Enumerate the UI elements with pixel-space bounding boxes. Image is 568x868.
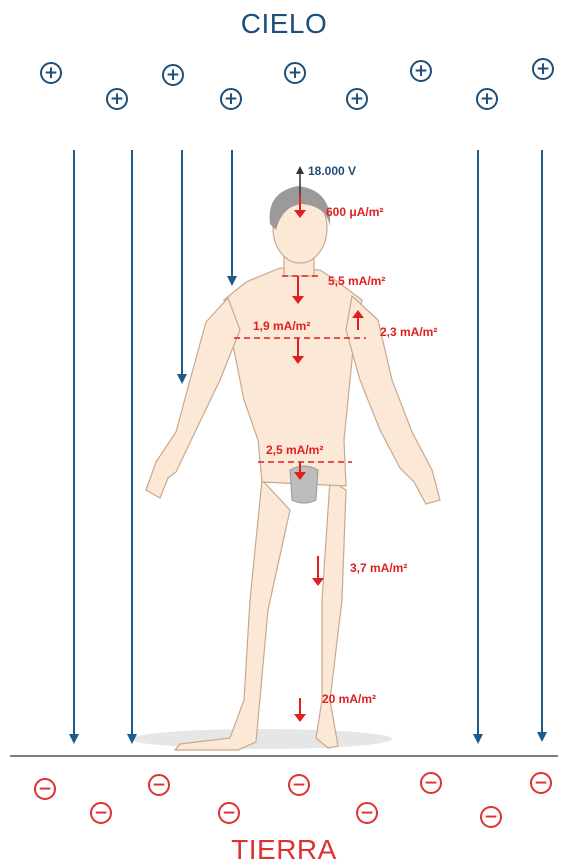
thigh-current-label: 3,7 mA/m²: [350, 561, 407, 575]
ground-title: TIERRA: [0, 834, 568, 866]
minus-charge-icon: −: [90, 802, 112, 824]
plus-charge-icon: +: [346, 88, 368, 110]
minus-charge-icon: −: [356, 802, 378, 824]
field-line-arrowhead: [473, 734, 483, 744]
chest-current-label: 1,9 mA/m²: [253, 319, 310, 333]
waist-current-label: 2,5 mA/m²: [266, 443, 323, 457]
plus-charge-icon: +: [476, 88, 498, 110]
plus-charge-icon: +: [220, 88, 242, 110]
head-voltage-label: 18.000 V: [308, 164, 356, 178]
plus-charge-icon: +: [284, 62, 306, 84]
minus-charge-icon: −: [218, 802, 240, 824]
ankle-current-arrow-head: [294, 714, 306, 722]
minus-charge-icon: −: [480, 806, 502, 828]
head-current-label: 600 μA/m²: [326, 205, 383, 219]
plus-charge-icon: +: [162, 64, 184, 86]
minus-charge-icon: −: [530, 772, 552, 794]
neck-current-label: 5,5 mA/m²: [328, 274, 385, 288]
plus-charge-icon: +: [40, 62, 62, 84]
thigh-current-arrow-head: [312, 578, 324, 586]
field-line-arrowhead: [69, 734, 79, 744]
voltage-arrowhead: [296, 166, 304, 174]
shoulder-current-label: 2,3 mA/m²: [380, 325, 437, 339]
plus-charge-icon: +: [532, 58, 554, 80]
minus-charge-icon: −: [148, 774, 170, 796]
floor-shadow: [132, 729, 392, 749]
minus-charge-icon: −: [288, 774, 310, 796]
field-line-arrowhead: [537, 732, 547, 742]
minus-charge-icon: −: [420, 772, 442, 794]
field-line-arrowhead: [177, 374, 187, 384]
plus-charge-icon: +: [410, 60, 432, 82]
plus-charge-icon: +: [106, 88, 128, 110]
ankle-current-label: 20 mA/m²: [322, 692, 376, 706]
field-line-arrowhead: [227, 276, 237, 286]
groin-patch: [290, 466, 318, 503]
minus-charge-icon: −: [34, 778, 56, 800]
